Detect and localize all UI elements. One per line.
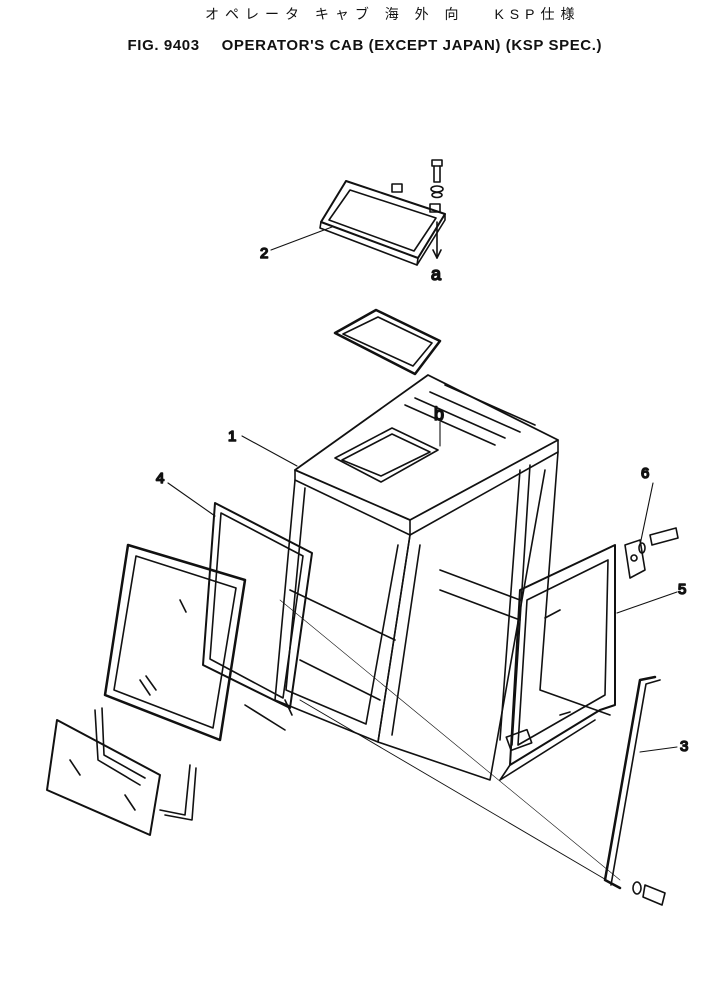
reference-a: a [431,264,442,284]
figure-title-english: OPERATOR'S CAB (EXCEPT JAPAN) (KSP SPEC.… [221,37,603,54]
door-hinge [624,527,679,579]
lower-front-glass [46,707,197,836]
reference-b: b [434,404,444,424]
cab-door [499,544,616,781]
callout-2: 2 [260,245,268,262]
callout-3: 3 [680,738,688,755]
cab-frame [274,374,611,781]
roof-hatch-seal [333,308,442,376]
callout-5: 5 [678,581,686,598]
roof-hatch-lid [319,180,446,266]
hatch-bolt [430,159,444,199]
handrail [603,675,666,906]
callout-6: 6 [641,465,649,482]
reference-arrow-a [432,221,442,259]
leader-lines [167,226,678,889]
callout-4: 4 [156,470,164,487]
figure-title-block: FIG. 9403 OPERATOR'S CAB (EXCEPT JAPAN) (… [118,20,602,54]
figure-title-japanese: オペレータ キャブ 海 外 向 KSP仕様 [205,6,581,22]
callout-1: 1 [228,428,236,445]
front-window-frame [202,502,313,731]
figure-number: FIG. 9403 [127,37,200,54]
front-glass-panel [103,543,247,742]
